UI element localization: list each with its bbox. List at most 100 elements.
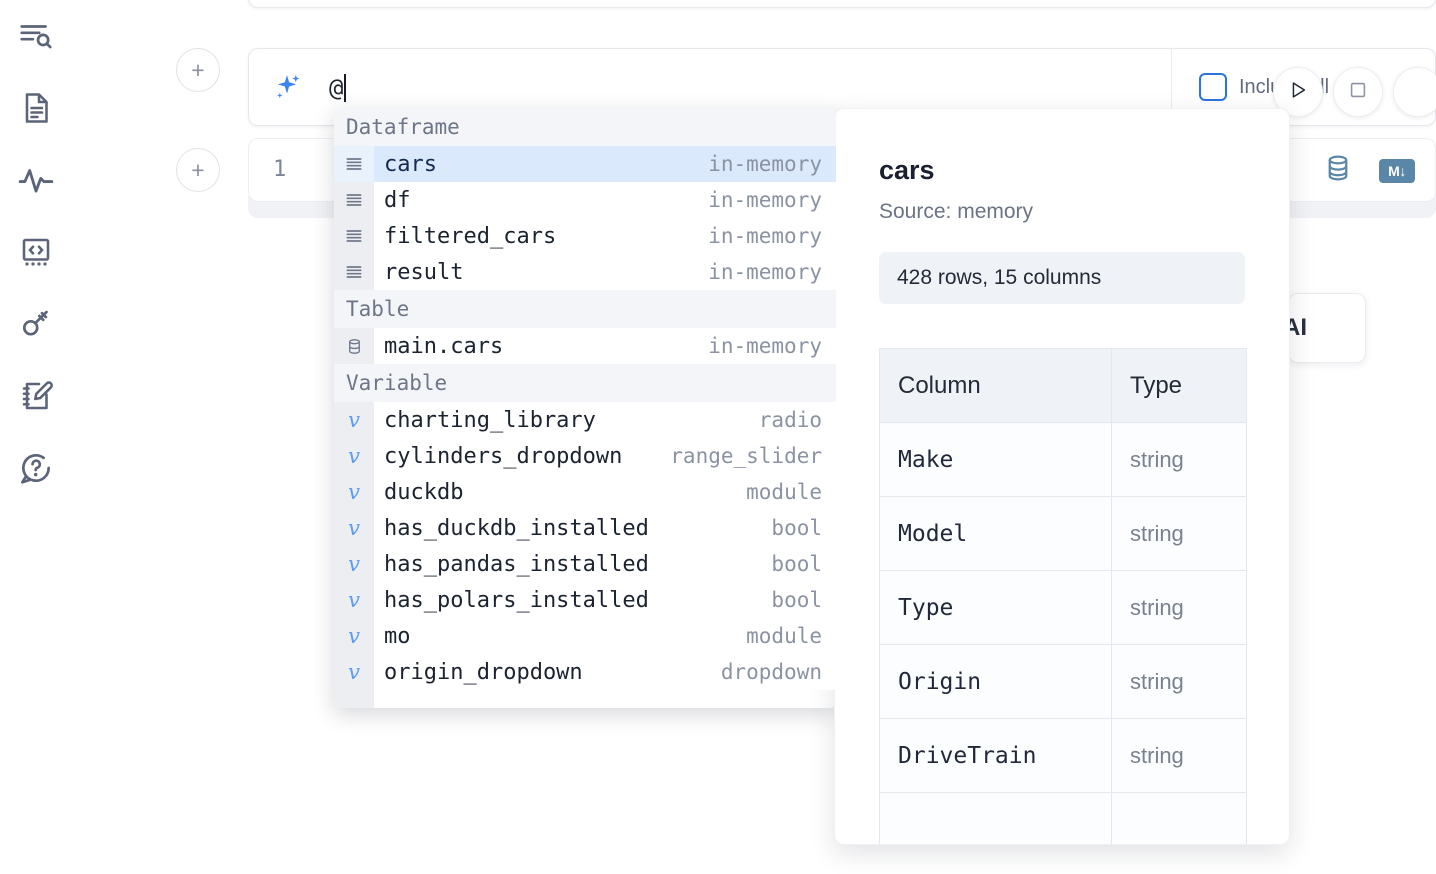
dataframe-icon xyxy=(334,182,374,218)
variable-icon: v xyxy=(334,474,374,510)
table-db-icon xyxy=(334,328,374,364)
cell-column-name: Origin xyxy=(879,644,1112,719)
completion-item-name: has_pandas_installed xyxy=(384,551,649,577)
cell-column-type: string xyxy=(1111,644,1247,719)
cell-column-type: string xyxy=(1111,718,1247,793)
chat-question-icon xyxy=(17,449,55,487)
table-row xyxy=(879,792,1247,844)
completion-item-kind: bool xyxy=(771,516,822,540)
sidebar-item-help-chat[interactable] xyxy=(14,446,58,490)
sidebar-item-scratchpad[interactable] xyxy=(14,374,58,418)
completion-item-name: filtered_cars xyxy=(384,223,557,249)
left-icon-rail xyxy=(0,0,72,874)
dataframe-icon xyxy=(334,218,374,254)
cell-column-name: DriveTrain xyxy=(879,718,1112,793)
completion-item-name: cars xyxy=(384,151,437,177)
completion-item[interactable]: result in-memory xyxy=(334,254,836,290)
cell-column-type: string xyxy=(1111,496,1247,571)
completion-item-kind: range_slider xyxy=(670,444,822,468)
sidebar-item-snippets[interactable] xyxy=(14,230,58,274)
with-ai-chip[interactable]: AI xyxy=(1283,293,1366,363)
variable-icon: v xyxy=(334,582,374,618)
document-text-icon xyxy=(18,90,54,126)
completion-item-kind: in-memory xyxy=(708,188,822,212)
completion-item-kind: in-memory xyxy=(708,334,822,358)
ai-prompt-input[interactable]: @ xyxy=(329,49,1165,127)
dataframe-icon xyxy=(334,146,374,182)
plus-icon: + xyxy=(191,56,205,83)
sidebar-item-notebook-file[interactable] xyxy=(14,86,58,130)
ai-sparkle-icon xyxy=(271,72,303,104)
completion-item[interactable]: filtered_cars in-memory xyxy=(334,218,836,254)
cell-column-name: Make xyxy=(879,422,1112,497)
completion-item-kind: module xyxy=(746,624,822,648)
completion-item-kind: in-memory xyxy=(708,224,822,248)
run-controls xyxy=(1273,67,1436,117)
variable-icon: v xyxy=(334,546,374,582)
variable-icon: v xyxy=(334,510,374,546)
completion-item[interactable]: main.cars in-memory xyxy=(334,328,836,364)
notebook-pencil-icon xyxy=(18,378,54,414)
sidebar-item-activity[interactable] xyxy=(14,158,58,202)
sidebar-item-secrets[interactable] xyxy=(14,302,58,346)
key-icon xyxy=(18,306,54,342)
completion-item-name: mo xyxy=(384,623,411,649)
add-cell-button-top[interactable]: + xyxy=(176,48,220,92)
completion-item[interactable]: df in-memory xyxy=(334,182,836,218)
stop-square-icon xyxy=(1347,79,1369,106)
include-all-code-checkbox[interactable] xyxy=(1199,73,1227,101)
completion-item-kind: radio xyxy=(758,408,822,432)
completion-item-kind: bool xyxy=(771,552,822,576)
completion-item-name: main.cars xyxy=(384,333,504,359)
preview-source: Source: memory xyxy=(879,200,1034,223)
cell-icon-group: M↓ xyxy=(1323,153,1415,188)
cell-column-type: string xyxy=(1111,422,1247,497)
sidebar-item-outline[interactable] xyxy=(14,14,58,58)
variable-icon: v xyxy=(334,618,374,654)
markdown-badge-icon[interactable]: M↓ xyxy=(1379,158,1415,183)
variable-icon: v xyxy=(334,438,374,474)
outline-search-icon xyxy=(17,17,55,55)
completion-item[interactable]: v has_pandas_installed bool xyxy=(334,546,836,582)
add-cell-button-bottom[interactable]: + xyxy=(176,148,220,192)
line-number: 1 xyxy=(273,157,287,182)
completion-group-header: Table xyxy=(334,290,836,328)
ai-prompt-value: @ xyxy=(329,74,344,102)
cell-column-type xyxy=(1111,792,1247,844)
completion-group-header: Variable xyxy=(334,364,836,402)
preview-shape-badge: 428 rows, 15 columns xyxy=(879,252,1245,304)
header-column: Column xyxy=(879,348,1112,423)
completion-item[interactable]: cars in-memory xyxy=(334,146,836,182)
run-button[interactable] xyxy=(1273,67,1323,117)
completion-item-name: df xyxy=(384,187,411,213)
cell-card-above xyxy=(248,0,1436,8)
play-triangle-icon xyxy=(1287,79,1309,106)
activity-pulse-icon xyxy=(17,161,55,199)
header-type: Type xyxy=(1111,348,1247,423)
more-button[interactable] xyxy=(1393,67,1436,117)
stop-button[interactable] xyxy=(1333,67,1383,117)
completion-item-name: result xyxy=(384,259,464,285)
preview-title: cars xyxy=(879,155,935,185)
code-snippet-icon xyxy=(18,234,54,270)
variable-icon: v xyxy=(334,402,374,438)
completion-item-kind: in-memory xyxy=(708,260,822,284)
dataframe-icon xyxy=(334,254,374,290)
completion-item-kind: in-memory xyxy=(708,152,822,176)
database-icon[interactable] xyxy=(1323,153,1353,188)
